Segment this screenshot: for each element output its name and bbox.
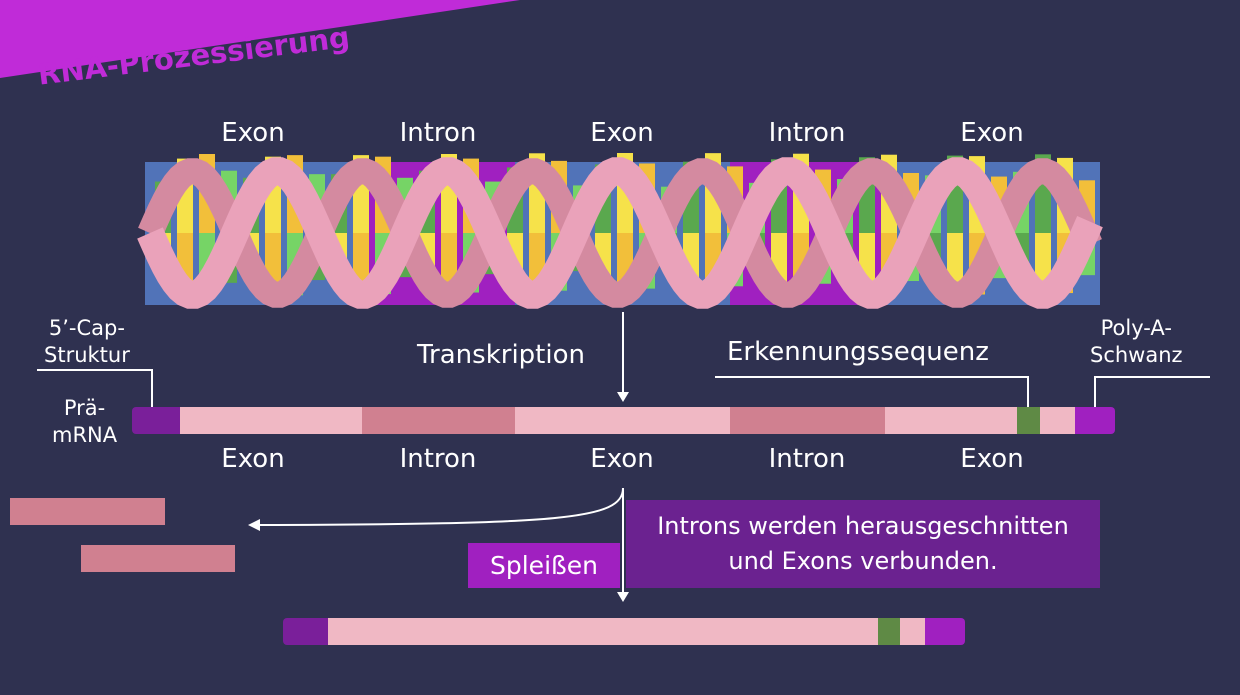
segment-label-intron: Intron [399,444,477,474]
exon-segment [515,407,730,434]
polya-tail [1075,407,1115,434]
intron-segment [362,407,515,434]
dna-helix [137,153,1103,309]
recognition-pointer [715,376,1029,420]
exon-segment [885,407,1075,434]
exon-segment [180,407,362,434]
intron-segment [730,407,885,434]
dna-backbone [137,157,1103,309]
removed-intron [81,545,235,572]
recognition-sequence [878,618,900,645]
segment-label-exon: Exon [590,444,654,474]
title-banner [0,0,520,78]
recognition-label: Erkennungssequenz [727,337,989,367]
intron-removal-arrow [257,487,624,526]
recognition-sequence [1017,407,1040,434]
segment-label-intron: Intron [768,118,846,148]
arrow-head [617,592,629,602]
segment-label-exon: Exon [221,444,285,474]
cap-segment [283,618,328,645]
removed-intron [10,498,165,525]
cap-pointer [37,369,153,420]
arrow-head [617,392,629,402]
segment-label-intron: Intron [768,444,846,474]
dna-backbone [138,158,1102,308]
transcription-label: Transkription [417,340,585,370]
arrow-head [248,519,260,531]
splicing-label: Spleißen [468,543,620,588]
segment-label-exon: Exon [590,118,654,148]
cap-label: 5’-Cap- Struktur [44,316,130,367]
splicing-note: Introns werden herausgeschnitten und Exo… [626,500,1100,588]
polya-pointer [1094,376,1210,420]
segment-label-intron: Intron [399,118,477,148]
polya-tail [925,618,965,645]
polya-label: Poly-A- Schwanz [1090,316,1183,367]
cap-segment [132,407,180,434]
exon-segment [328,618,925,645]
segment-label-exon: Exon [960,444,1024,474]
segment-label-exon: Exon [221,118,285,148]
pre-mrna-label: Prä- mRNA [52,396,118,447]
segment-label-exon: Exon [960,118,1024,148]
